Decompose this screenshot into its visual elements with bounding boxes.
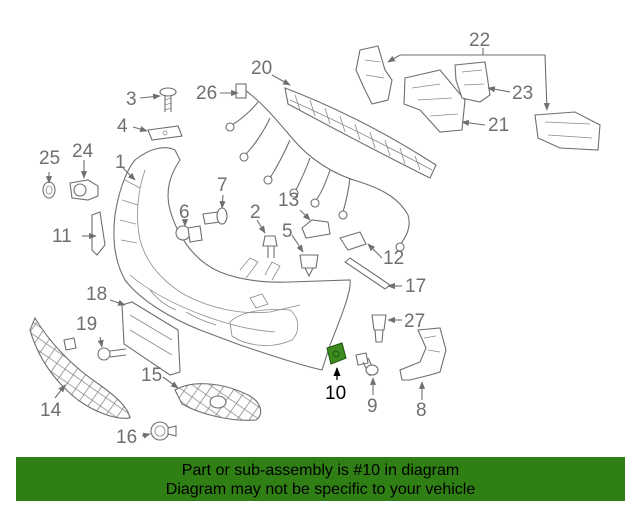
bracket-12 — [339, 231, 367, 251]
callout-11: 11 — [52, 226, 72, 247]
bumper-cover — [113, 147, 351, 371]
bolt-3 — [159, 87, 177, 112]
callout-27: 27 — [404, 311, 425, 332]
sensor-24 — [69, 179, 99, 201]
callout-25: 25 — [39, 148, 60, 169]
callout-21: 21 — [488, 115, 509, 136]
cap-16 — [150, 421, 177, 441]
bracket-left-22 — [355, 45, 393, 105]
clip-5 — [299, 254, 319, 278]
bracket-10 — [326, 342, 347, 365]
callout-8: 8 — [416, 400, 427, 421]
bolt-2 — [262, 235, 278, 258]
callout-labels: 1 2 3 4 5 6 7 8 9 10 11 12 13 14 15 16 1… — [39, 30, 533, 448]
bracket-11 — [91, 211, 106, 256]
callout-1: 1 — [115, 152, 126, 173]
callout-20: 20 — [251, 58, 272, 79]
grille-15 — [174, 383, 262, 421]
callout-7: 7 — [217, 175, 228, 196]
bracket-21 — [403, 69, 466, 133]
callout-4: 4 — [117, 116, 128, 137]
bolt-9 — [355, 352, 379, 377]
bracket-18 — [121, 301, 181, 376]
callout-6: 6 — [179, 202, 190, 223]
grille-14 — [29, 316, 131, 419]
callout-16: 16 — [116, 427, 137, 448]
wiring-harness — [225, 83, 410, 252]
bracket-23 — [454, 61, 491, 103]
bracket-13 — [301, 219, 331, 239]
banner-line-1: Part or sub-assembly is #10 in diagram — [181, 462, 460, 479]
clip-4 — [147, 125, 183, 141]
leader-lines — [45, 48, 550, 439]
callout-26: 26 — [196, 83, 217, 104]
impact-bar — [284, 87, 437, 179]
callout-9: 9 — [367, 396, 378, 417]
parts-diagram: 1 2 3 4 5 6 7 8 9 10 11 12 13 14 15 16 1… — [29, 30, 601, 448]
bracket-8 — [399, 327, 447, 381]
callout-5: 5 — [282, 221, 293, 242]
callout-17: 17 — [405, 276, 426, 297]
callout-23: 23 — [512, 83, 533, 104]
sensor-7 — [202, 207, 228, 225]
callout-18: 18 — [86, 284, 107, 305]
callout-19: 19 — [76, 314, 97, 335]
callout-2: 2 — [250, 202, 261, 223]
info-banner: Part or sub-assembly is #10 in diagram D… — [16, 457, 625, 501]
callout-3: 3 — [126, 89, 137, 110]
bracket-right-22 — [534, 111, 601, 151]
sensor-6 — [175, 225, 203, 243]
plug-25 — [42, 181, 56, 199]
callout-12: 12 — [383, 248, 404, 269]
clip-27 — [371, 314, 387, 343]
callout-22: 22 — [469, 30, 490, 51]
callout-15: 15 — [141, 365, 162, 386]
callout-13: 13 — [278, 190, 299, 211]
callout-24: 24 — [72, 141, 94, 162]
callout-14: 14 — [40, 400, 62, 421]
bolt-19 — [97, 347, 127, 361]
callout-10-highlighted: 10 — [325, 383, 346, 404]
banner-line-2: Diagram may not be specific to your vehi… — [165, 481, 476, 498]
